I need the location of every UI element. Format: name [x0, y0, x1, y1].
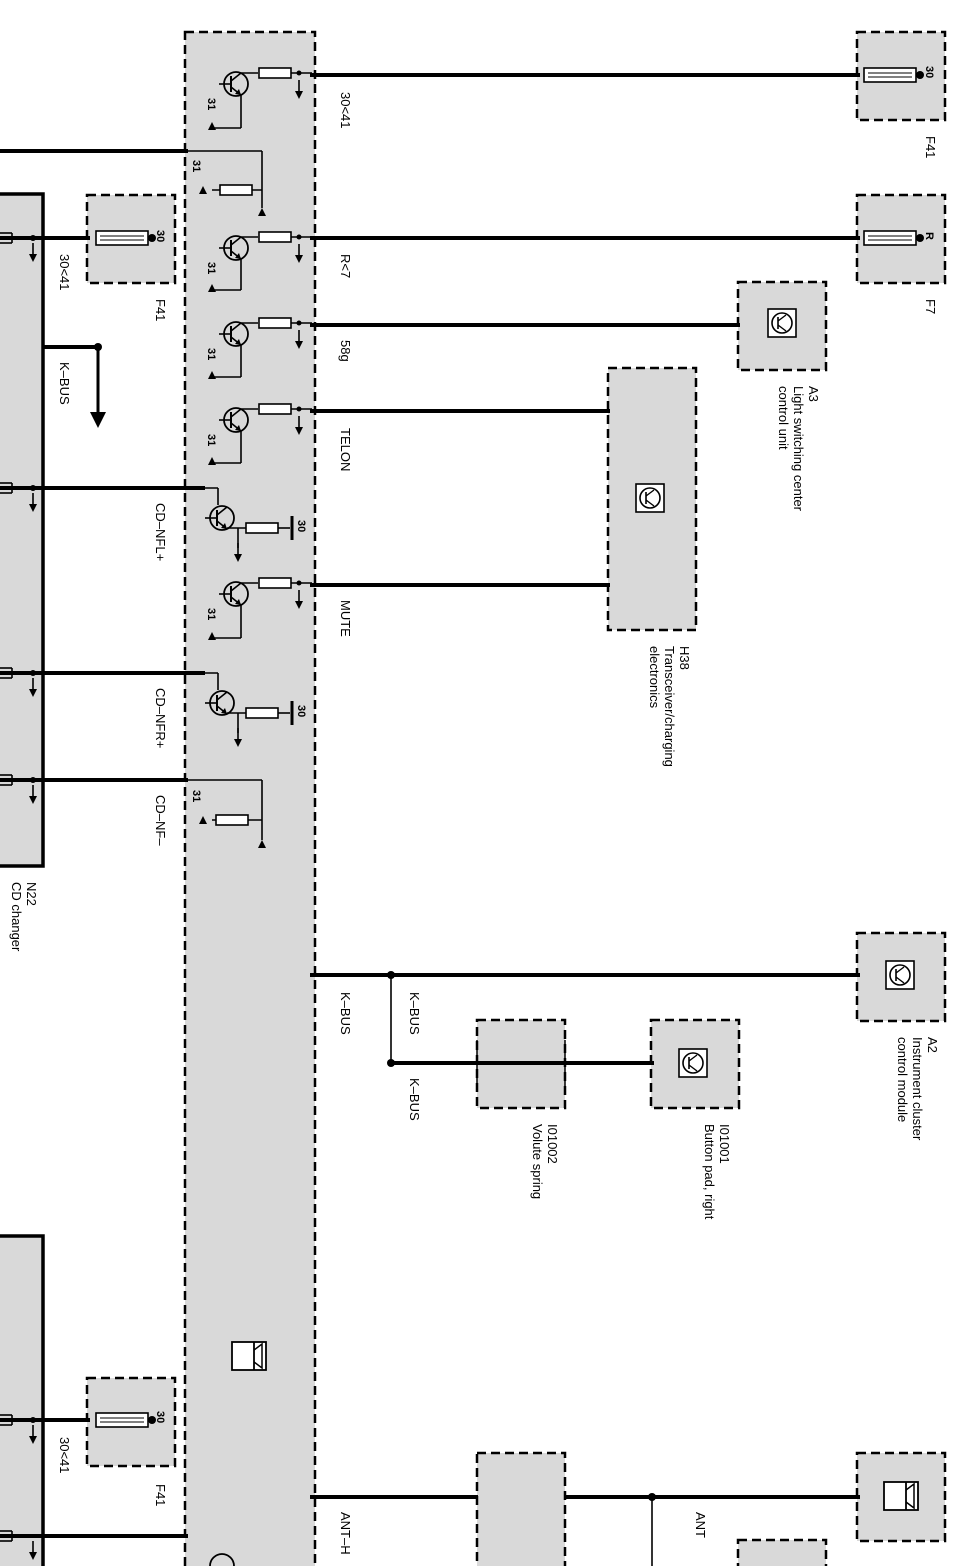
pin-label: 31	[205, 608, 217, 620]
component-name: Volute spring	[530, 1124, 545, 1199]
pin-label: 31	[205, 348, 217, 360]
ant-module-box	[475, 1451, 567, 1566]
component-code: H38	[677, 646, 692, 670]
component-name: Light switching center	[791, 386, 806, 512]
component-name: Transceiver/charging	[662, 646, 677, 767]
pin-label: R	[923, 232, 935, 240]
signal-label: 30<41	[57, 254, 72, 291]
driver-telon	[208, 403, 312, 465]
pin-label: 31	[190, 160, 202, 172]
signal-label: 58g	[338, 340, 353, 362]
fuse-symbol-f41-top	[863, 67, 925, 83]
junction-dot	[387, 971, 395, 979]
component-code: I01002	[545, 1124, 560, 1164]
n22-connector-marks	[0, 232, 38, 1561]
component-code: A2	[925, 1037, 940, 1053]
component-code: A3	[806, 386, 821, 402]
fuse-symbol-f7	[863, 230, 925, 246]
radio-module-box	[183, 30, 317, 1566]
component-name: Button pad, right	[702, 1124, 717, 1220]
control-unit-icon	[678, 1048, 708, 1078]
signal-label: CD–NF–	[153, 795, 168, 846]
signal-label: CD–NFL+	[153, 503, 168, 561]
pin-label: 31	[205, 262, 217, 274]
signal-label: ANT	[693, 1512, 708, 1538]
transistor-symbol	[209, 1553, 235, 1566]
signal-label: 30<41	[57, 1437, 72, 1474]
component-name: electronics	[647, 646, 662, 709]
signal-label: CD–NFR+	[153, 688, 168, 748]
signal-label: K–BUS	[407, 1078, 422, 1121]
n22-cd-changer-outline	[0, 192, 45, 1566]
driver-31-pullup	[188, 150, 266, 216]
component-name: control unit	[776, 386, 791, 450]
signal-label: R<7	[338, 254, 353, 278]
driver-cd-nfl	[188, 487, 294, 563]
fuse-label: F7	[923, 299, 938, 314]
component-name: CD changer	[9, 882, 24, 952]
control-unit-icon	[635, 483, 665, 513]
fuse-label: F41	[153, 299, 168, 321]
pin-label: 31	[190, 790, 202, 802]
driver-cd-nfr	[188, 672, 294, 748]
signal-label: K–BUS	[57, 362, 72, 405]
driver-cd-nf-minus	[188, 779, 266, 848]
pin-label: 31	[205, 434, 217, 446]
component-code: N22	[24, 882, 39, 906]
fuse-symbol-f41-left	[95, 230, 157, 246]
signal-label: K–BUS	[338, 992, 353, 1035]
fuse-label: F41	[153, 1484, 168, 1506]
kbus-arrow-icon	[90, 412, 106, 428]
component-name: control module	[895, 1037, 910, 1122]
pin-label: 30	[295, 705, 307, 717]
fuse-label: F41	[923, 136, 938, 158]
fuse-symbol-f41-bottom	[95, 1412, 157, 1428]
signal-label: K–BUS	[407, 992, 422, 1035]
signal-label: TELON	[338, 428, 353, 471]
pin-label: 30	[295, 520, 307, 532]
right-bottom-box-2	[736, 1538, 828, 1566]
pin-label: 31	[205, 98, 217, 110]
driver-r7	[208, 231, 312, 292]
signal-label: ANT–H	[338, 1512, 353, 1555]
pin-label: 30	[154, 230, 166, 242]
driver-58g	[208, 317, 312, 379]
driver-mute	[208, 577, 312, 640]
radio-module-icon	[231, 1341, 267, 1371]
control-unit-icon	[885, 960, 915, 990]
component-code: I01001	[717, 1124, 732, 1164]
component-name: Instrument cluster	[910, 1037, 925, 1141]
pin-label: 30	[154, 1411, 166, 1423]
driver-30-41	[208, 67, 312, 130]
signal-label: 30<41	[338, 92, 353, 129]
signal-label: MUTE	[338, 600, 353, 637]
pin-label: 30	[923, 66, 935, 78]
control-unit-icon	[767, 308, 797, 338]
radio-module-icon	[883, 1481, 919, 1511]
